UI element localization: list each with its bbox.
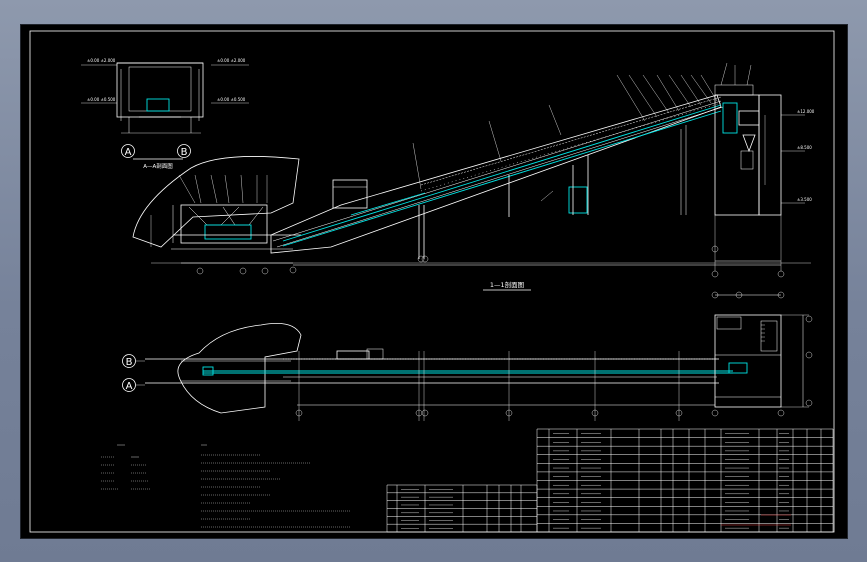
parts-list-table — [386, 428, 834, 533]
axis-bubble-b — [122, 354, 136, 368]
svg-text:±0.00 ±2.000: ±0.00 ±2.000 — [87, 58, 116, 63]
axis-bubble-a — [122, 378, 136, 392]
section-mark-a-label: A — [125, 147, 132, 158]
section-mark-a — [121, 144, 135, 158]
notes-area — [101, 444, 351, 528]
svg-text:±8.500: ±8.500 — [797, 145, 812, 150]
svg-text:±12.000: ±12.000 — [797, 109, 815, 114]
section-mark-b-label: B — [181, 147, 188, 158]
section-aa-title: A—A剖面图 — [143, 162, 173, 170]
section-mark-b — [177, 144, 191, 158]
plan-view — [145, 291, 813, 421]
section-view-title: 1—1剖面图 — [490, 280, 524, 289]
axis-label-a: A — [126, 381, 133, 392]
cad-drawing: ±0.00 ±2.000 ±0.00 ±2.000 ±0.00 ±0.500 ±… — [29, 30, 835, 533]
section-aa-detail: ±0.00 ±2.000 ±0.00 ±2.000 ±0.00 ±0.500 ±… — [81, 58, 249, 134]
svg-text:±0.00 ±0.500: ±0.00 ±0.500 — [87, 97, 116, 102]
svg-text:±3.500: ±3.500 — [797, 197, 812, 202]
svg-text:±0.00 ±0.500: ±0.00 ±0.500 — [217, 97, 246, 102]
cad-drawing-viewport[interactable]: ±0.00 ±2.000 ±0.00 ±2.000 ±0.00 ±0.500 ±… — [20, 24, 848, 539]
axis-label-b: B — [126, 357, 133, 368]
svg-text:±0.00 ±2.000: ±0.00 ±2.000 — [217, 58, 246, 63]
drawing-border — [29, 30, 835, 533]
elevation-view: ±12.000 ±8.500 ±3.500 — [132, 62, 815, 278]
